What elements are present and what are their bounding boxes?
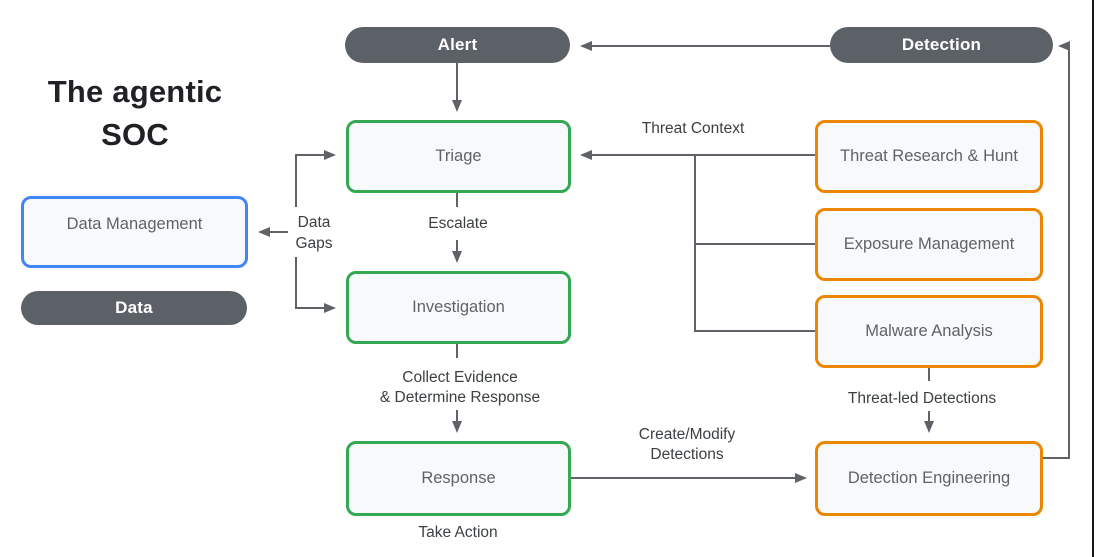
data-gaps-label-line1: Data (297, 214, 331, 231)
create-modify-detections-label: Create/Modify Detections (639, 425, 735, 465)
data-pill: Data (21, 291, 247, 325)
page-title-line2: SOC (101, 117, 169, 152)
collect-evidence-label-line1: Collect Evidence (402, 369, 518, 386)
create-modify-label-line2: Detections (650, 446, 724, 463)
collect-evidence-label: Collect Evidence & Determine Response (380, 368, 540, 408)
response-box: Response (346, 441, 571, 516)
detection-engineering-box: Detection Engineering (815, 441, 1043, 516)
page-title: The agentic SOC (14, 70, 256, 156)
malware-analysis-box: Malware Analysis (815, 295, 1043, 368)
arrow-datagaps-to-investigation (295, 257, 336, 313)
create-modify-label-line1: Create/Modify (638, 426, 736, 443)
detection-pill: Detection (830, 27, 1053, 63)
arrow-detection-engineering-to-detection (1043, 41, 1070, 459)
arrow-datagaps-to-triage (295, 150, 336, 207)
collect-evidence-label-line2: & Determine Response (379, 389, 541, 406)
alert-pill: Alert (345, 27, 570, 63)
exposure-management-box: Exposure Management (815, 208, 1043, 281)
escalate-label: Escalate (428, 215, 488, 232)
triage-box: Triage (346, 120, 571, 193)
investigation-box: Investigation (346, 271, 571, 344)
data-gaps-label-line2: Gaps (295, 235, 333, 252)
window-right-edge (1092, 0, 1094, 557)
page-title-line1: The agentic (47, 74, 223, 109)
threat-led-detections-label: Threat-led Detections (847, 390, 997, 407)
threat-research-hunt-box: Threat Research & Hunt (815, 120, 1043, 193)
line-bus-to-malware-analysis (694, 155, 815, 332)
take-action-label: Take Action (418, 524, 498, 541)
data-management-box: Data Management (21, 196, 248, 268)
data-gaps-label: Data Gaps (295, 212, 332, 254)
threat-context-label: Threat Context (641, 120, 745, 137)
